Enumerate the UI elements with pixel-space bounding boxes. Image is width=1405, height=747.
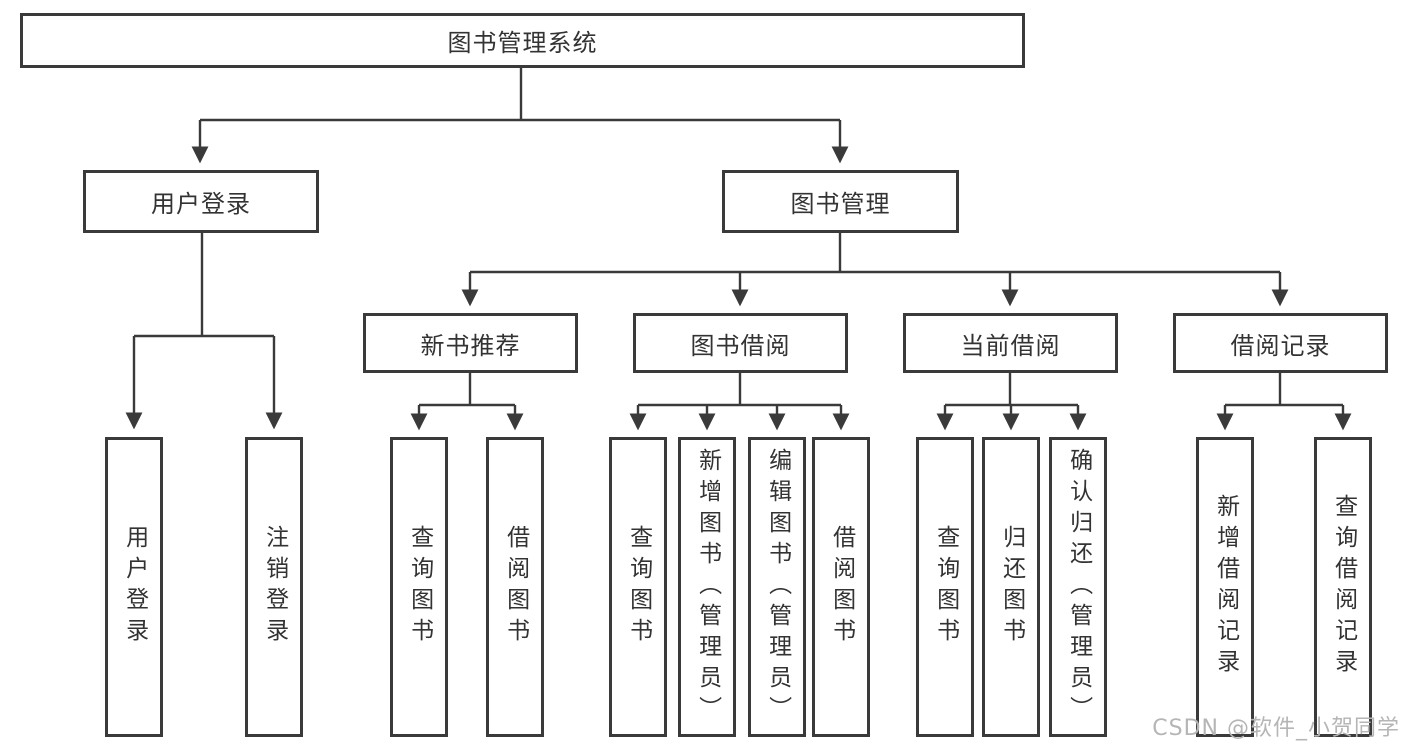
leaf-query-borrow-record-label: 查询借阅记录 <box>1330 494 1357 680</box>
leaf-add-books-admin: 新增图书（管理员） <box>678 437 736 737</box>
leaf-query-books-current-label: 查询图书 <box>932 525 959 649</box>
node-new-book-recommend: 新书推荐 <box>363 313 578 373</box>
node-user-login-label: 用户登录 <box>151 190 251 218</box>
leaf-user-login-label: 用户登录 <box>121 525 148 649</box>
node-book-borrowing-label: 图书借阅 <box>690 331 791 360</box>
leaf-borrow-books-recommend-label: 借阅图书 <box>502 525 529 649</box>
node-book-management: 图书管理 <box>722 170 959 233</box>
node-library-system-label: 图书管理系统 <box>447 29 598 57</box>
leaf-query-books-recommend-label: 查询图书 <box>406 525 433 649</box>
node-user-login: 用户登录 <box>83 170 319 233</box>
leaf-add-borrow-record: 新增借阅记录 <box>1196 437 1254 737</box>
leaf-query-books-borrowing: 查询图书 <box>609 437 667 737</box>
leaf-return-books-label: 归还图书 <box>998 525 1025 649</box>
leaf-add-books-admin-label: 新增图书（管理员） <box>694 447 721 727</box>
leaf-return-books: 归还图书 <box>982 437 1040 737</box>
leaf-confirm-return-admin-label: 确认归还（管理员） <box>1065 447 1092 727</box>
leaf-query-books-borrowing-label: 查询图书 <box>625 525 652 649</box>
leaf-borrow-books-label: 借阅图书 <box>828 525 855 649</box>
node-borrowing-records-label: 借阅记录 <box>1230 331 1331 360</box>
node-book-management-label: 图书管理 <box>790 190 891 218</box>
leaf-query-books-current: 查询图书 <box>916 437 974 737</box>
leaf-query-borrow-record: 查询借阅记录 <box>1314 437 1372 737</box>
csdn-watermark: CSDN @软件_小贺同学 <box>1152 716 1400 741</box>
node-new-book-recommend-label: 新书推荐 <box>420 331 521 360</box>
node-current-borrowing: 当前借阅 <box>903 313 1118 373</box>
leaf-borrow-books: 借阅图书 <box>812 437 870 737</box>
leaf-edit-books-admin: 编辑图书（管理员） <box>748 437 806 737</box>
node-library-system: 图书管理系统 <box>20 13 1025 68</box>
leaf-logout-label: 注销登录 <box>261 525 288 649</box>
leaf-borrow-books-recommend: 借阅图书 <box>486 437 544 737</box>
node-borrowing-records: 借阅记录 <box>1173 313 1388 373</box>
node-book-borrowing: 图书借阅 <box>633 313 848 373</box>
leaf-confirm-return-admin: 确认归还（管理员） <box>1049 437 1107 737</box>
leaf-edit-books-admin-label: 编辑图书（管理员） <box>764 447 791 727</box>
node-current-borrowing-label: 当前借阅 <box>960 331 1061 360</box>
leaf-logout: 注销登录 <box>245 437 303 737</box>
leaf-user-login: 用户登录 <box>105 437 163 737</box>
leaf-query-books-recommend: 查询图书 <box>390 437 448 737</box>
leaf-add-borrow-record-label: 新增借阅记录 <box>1212 494 1239 680</box>
